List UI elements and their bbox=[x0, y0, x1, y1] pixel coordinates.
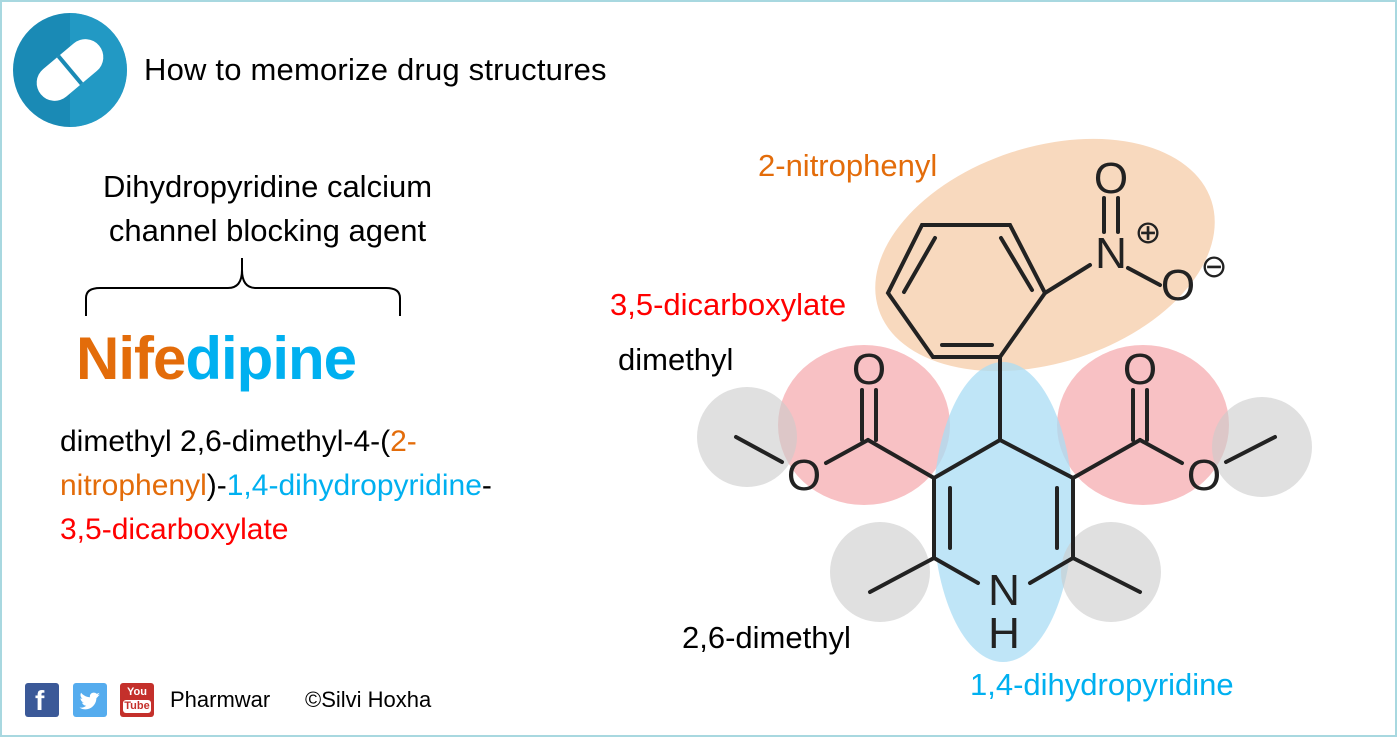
iupac-part-dash: - bbox=[481, 469, 492, 502]
methyl-ester-left-highlight bbox=[697, 387, 797, 487]
iupac-part-nitrophenyl: nitrophenyl bbox=[60, 469, 207, 502]
nitro-minus-charge: ⊖ bbox=[1201, 248, 1228, 284]
twitter-bird bbox=[79, 692, 100, 710]
nitro-oxygen-minus: O bbox=[1161, 261, 1195, 310]
nitro-plus-charge: ⊕ bbox=[1135, 214, 1162, 250]
youtube-line1: You bbox=[127, 686, 147, 698]
methyl-6-highlight bbox=[1061, 522, 1161, 622]
iupac-name: dimethyl 2,6-dimethyl-4-(2- nitrophenyl)-… bbox=[60, 420, 600, 552]
nitro-nitrogen: N bbox=[1095, 229, 1127, 278]
label-dihydropyridine: 1,4-dihydropyridine bbox=[970, 667, 1234, 702]
right-carbonyl-oxygen: O bbox=[1123, 345, 1157, 394]
iupac-part-dihydropyridine: 1,4-dihydropyridine bbox=[226, 469, 482, 502]
left-carbonyl-oxygen: O bbox=[852, 345, 886, 394]
drug-class: Dihydropyridine calcium channel blocking… bbox=[60, 165, 475, 253]
drug-name-suffix: dipine bbox=[185, 325, 357, 392]
pill-icon bbox=[13, 13, 127, 127]
facebook-icon[interactable]: f bbox=[25, 683, 59, 717]
facebook-glyph: f bbox=[35, 685, 45, 716]
youtube-icon[interactable]: You Tube bbox=[120, 683, 154, 717]
label-nitrophenyl: 2-nitrophenyl bbox=[758, 148, 938, 183]
nitro-oxygen-top: O bbox=[1094, 154, 1128, 203]
right-ester-oxygen: O bbox=[1187, 451, 1221, 500]
drug-class-line2: channel blocking agent bbox=[108, 213, 427, 248]
twitter-icon[interactable] bbox=[73, 683, 107, 717]
page-title: How to memorize drug structures bbox=[144, 52, 607, 87]
left-ester-oxygen: O bbox=[787, 451, 821, 500]
label-dimethyl: dimethyl bbox=[618, 342, 734, 377]
iupac-part-paren: )- bbox=[206, 469, 227, 502]
ring-hydrogen: H bbox=[988, 609, 1020, 658]
brand-name: Pharmwar bbox=[170, 687, 271, 712]
drug-name: Nifedipine bbox=[76, 322, 357, 396]
nifedipine-structure: O N ⊕ O ⊖ O O O O N H bbox=[697, 138, 1312, 662]
methyl-ester-right-highlight bbox=[1212, 397, 1312, 497]
label-26-dimethyl: 2,6-dimethyl bbox=[682, 620, 851, 655]
copyright: ©Silvi Hoxha bbox=[305, 687, 432, 712]
dihydropyridine-highlight bbox=[933, 362, 1073, 662]
drug-class-line1: Dihydropyridine calcium bbox=[102, 169, 433, 204]
ester-right-highlight bbox=[1057, 345, 1229, 505]
drug-name-prefix: Nife bbox=[76, 325, 186, 392]
methyl-2-highlight bbox=[830, 522, 930, 622]
iupac-part-dicarboxylate: 3,5-dicarboxylate bbox=[60, 513, 289, 546]
youtube-line2: Tube bbox=[123, 700, 151, 713]
ring-nitrogen: N bbox=[988, 566, 1020, 615]
bond-lines bbox=[734, 196, 1277, 594]
curly-brace bbox=[85, 258, 401, 316]
iupac-part-2: 2- bbox=[390, 425, 417, 458]
label-dicarboxylate: 3,5-dicarboxylate bbox=[610, 287, 847, 322]
iupac-part-dimethyl: dimethyl 2,6-dimethyl-4-( bbox=[60, 425, 391, 458]
nitrophenyl-highlight bbox=[875, 138, 1215, 372]
